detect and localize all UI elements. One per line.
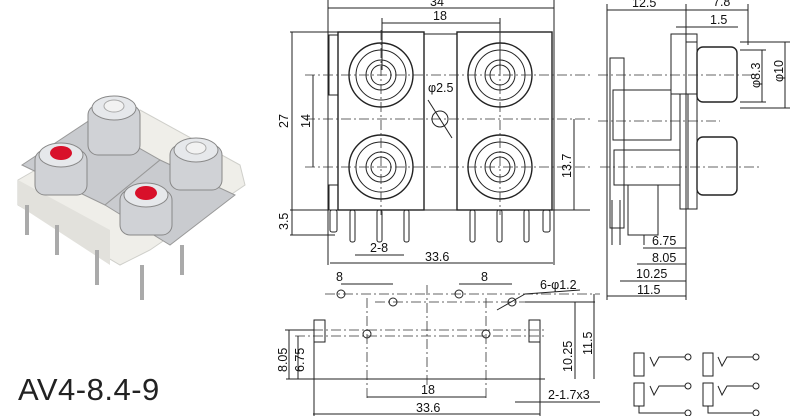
- pcb-footprint: 8 8 6-φ1.2 8.05 6.75 18 33.6 10.25 11.5 …: [276, 270, 600, 416]
- dim-dia-10: φ10: [772, 60, 786, 82]
- dim-34: 34: [430, 0, 444, 9]
- dim-8-left: 8: [336, 270, 343, 284]
- dim-11-5: 11.5: [637, 283, 660, 297]
- dim-11-5-fp: 11.5: [581, 332, 595, 355]
- dim-3-5: 3.5: [277, 213, 291, 230]
- dim-13-7: 13.7: [560, 154, 574, 178]
- dim-18-fp: 18: [421, 383, 435, 397]
- dim-12-5: 12.5: [632, 0, 656, 10]
- dim-holes: 6-φ1.2: [540, 278, 577, 292]
- dim-8-05: 8.05: [652, 251, 676, 265]
- schematic-symbol: [633, 352, 760, 416]
- dim-7-8: 7.8: [713, 0, 730, 9]
- front-view: 34 18 φ2.5 27 14 3.5 2-8 33.6 13.7: [277, 0, 590, 265]
- product-photo: [17, 95, 246, 300]
- dim-6-75-fp: 6.75: [293, 348, 307, 372]
- dim-slots: 2-1.7x3: [548, 388, 590, 402]
- jacks: [348, 42, 533, 200]
- dim-6-75: 6.75: [652, 234, 676, 248]
- dim-8-05-fp: 8.05: [276, 348, 290, 372]
- dim-10-25: 10.25: [636, 267, 667, 281]
- dim-10-25-fp: 10.25: [561, 341, 575, 372]
- dim-33-6-fp: 33.6: [416, 401, 440, 415]
- dim-8-right: 8: [481, 270, 488, 284]
- dim-18: 18: [433, 9, 447, 23]
- dim-27: 27: [277, 114, 291, 128]
- dim-33-6: 33.6: [425, 250, 449, 264]
- model-number: AV4-8.4-9: [18, 372, 160, 407]
- dim-1-5: 1.5: [710, 13, 727, 27]
- side-view: 12.5 7.8 1.5 φ8.3 φ10 6.75 8.05 10.25 11…: [598, 0, 790, 300]
- dim-dia-8-3: φ8.3: [749, 62, 763, 88]
- pins: [329, 209, 551, 243]
- dim-14: 14: [299, 114, 313, 128]
- dim-2-8: 2-8: [370, 241, 388, 255]
- dim-hole-dia: φ2.5: [428, 81, 454, 95]
